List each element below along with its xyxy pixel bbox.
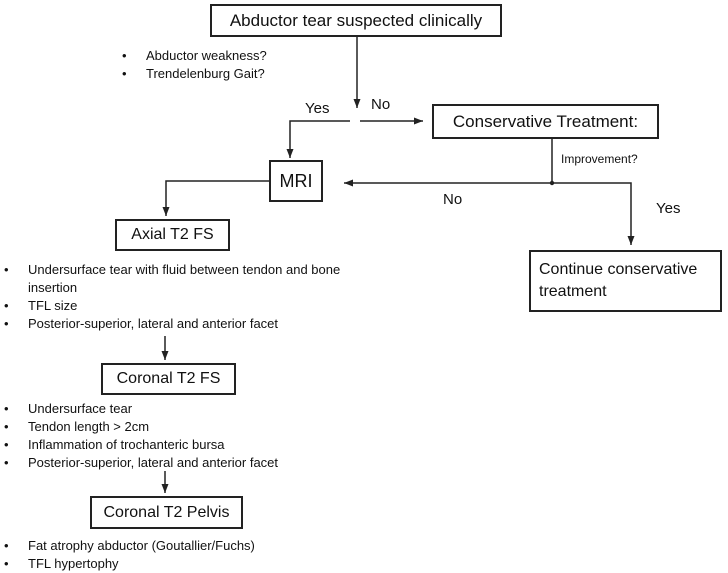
list-item: Undersurface tear: [2, 400, 362, 418]
continue-conservative-node: Continue conservative treatment: [529, 250, 722, 312]
edge-label-no-mri: No: [443, 191, 463, 208]
list-item: Posterior-superior, lateral and anterior…: [2, 454, 362, 472]
mri-node: MRI: [269, 160, 323, 202]
abductor-tear-node: Abductor tear suspected clinically: [210, 4, 502, 37]
coronal-t2-fs-node: Coronal T2 FS: [101, 363, 236, 395]
list-item: TFL hypertophy: [2, 555, 362, 573]
edge-label-improvement: Improvement?: [561, 152, 638, 166]
list-item: Fat atrophy abductor (Goutallier/Fuchs): [2, 537, 362, 555]
pelvis-findings-list: Fat atrophy abductor (Goutallier/Fuchs) …: [2, 537, 362, 573]
arrow-yes-to-mri: [286, 120, 350, 158]
clinical-signs-list: Abductor weakness? Trendelenburg Gait?: [120, 47, 360, 83]
conservative-treatment-node: Conservative Treatment:: [432, 104, 659, 139]
coronal-t2-pelvis-node: Coronal T2 Pelvis: [90, 496, 243, 529]
decision-junction-dot: [549, 180, 555, 186]
list-item: Undersurface tear with fluid between ten…: [2, 261, 362, 297]
edge-label-no-conservative: No: [371, 96, 391, 113]
list-item: Inflammation of trochanteric bursa: [2, 436, 362, 454]
list-item: Trendelenburg Gait?: [120, 65, 360, 83]
coronal-findings-list: Undersurface tear Tendon length > 2cm In…: [2, 400, 362, 472]
list-item: TFL size: [2, 297, 362, 315]
list-item: Abductor weakness?: [120, 47, 360, 65]
axial-findings-list: Undersurface tear with fluid between ten…: [2, 261, 362, 333]
list-item: Posterior-superior, lateral and anterior…: [2, 315, 362, 333]
axial-t2-fs-node: Axial T2 FS: [115, 219, 230, 251]
list-item: Tendon length > 2cm: [2, 418, 362, 436]
edge-label-yes-continue: Yes: [656, 200, 681, 217]
arrow-mri-to-axial: [162, 180, 270, 216]
arrow-yes-to-continue: [552, 182, 635, 245]
edge-label-yes-mri: Yes: [305, 100, 330, 117]
